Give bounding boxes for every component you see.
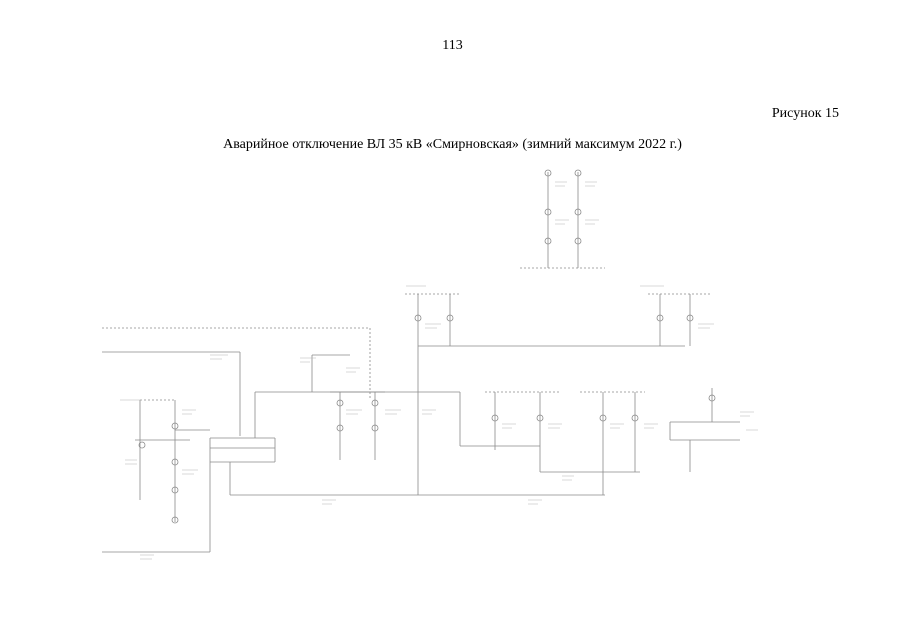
substation-upper-center bbox=[405, 293, 685, 495]
single-line-diagram bbox=[100, 160, 780, 580]
substation-left bbox=[102, 399, 211, 553]
annotation-marks bbox=[120, 181, 758, 560]
substation-center-right bbox=[420, 391, 645, 495]
substation-right bbox=[669, 388, 740, 472]
figure-label: Рисунок 15 bbox=[771, 106, 839, 121]
left-frame bbox=[102, 327, 371, 436]
substation-upper-right bbox=[648, 293, 710, 346]
central-node bbox=[209, 391, 605, 496]
substation-middle bbox=[311, 354, 385, 460]
substation-top bbox=[520, 169, 605, 269]
page-number: 113 bbox=[442, 38, 463, 53]
figure-caption: Аварийное отключение ВЛ 35 кВ «Смирновск… bbox=[223, 137, 682, 152]
diagram-svg bbox=[102, 169, 758, 560]
